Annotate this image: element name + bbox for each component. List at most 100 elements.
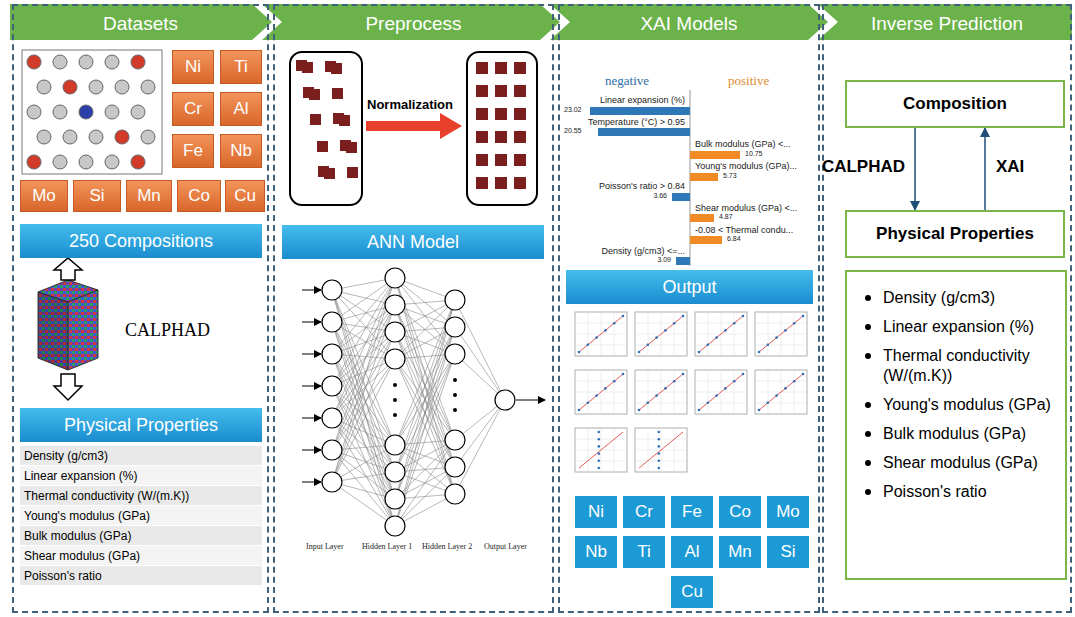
annotation-label: Normalization	[367, 98, 453, 113]
plot-frame	[695, 370, 747, 414]
data-point	[673, 322, 676, 325]
ellipsis-dot	[453, 408, 457, 412]
data-point	[658, 438, 661, 441]
data-point	[775, 336, 778, 339]
element-box: Ti	[220, 50, 262, 84]
drawing-stroke	[68, 290, 98, 370]
node-text: Al	[233, 99, 248, 119]
drawing-stroke	[699, 374, 743, 410]
data-square	[346, 142, 357, 153]
drawing-stroke	[332, 332, 395, 418]
atom	[27, 155, 41, 169]
drawing-stroke	[695, 345, 747, 346]
neuron	[445, 430, 465, 450]
neuron	[385, 489, 405, 509]
data-point	[724, 387, 727, 390]
data-point	[595, 336, 598, 339]
node-text: Al	[684, 542, 699, 562]
property-list: Density (g/cm3)Linear expansion (%)Therm…	[845, 270, 1067, 580]
data-square	[476, 154, 488, 166]
bullet-dot	[865, 460, 871, 466]
data-point	[578, 409, 581, 412]
data-square	[495, 108, 507, 120]
section-bar: Physical Properties	[20, 408, 262, 442]
data-square	[495, 85, 507, 97]
data-point	[598, 431, 601, 434]
node-text: Nb	[230, 141, 252, 161]
ellipsis-dot	[393, 398, 397, 402]
connector-arrow	[984, 128, 986, 210]
drawing-stroke	[516, 400, 545, 401]
neuron	[385, 322, 405, 342]
node-text: Density (g/cm3)	[883, 288, 995, 308]
atom	[63, 80, 77, 94]
data-point	[647, 402, 650, 405]
list-item: Shear modulus (GPa)	[861, 453, 1055, 473]
drawing-stroke	[598, 128, 690, 136]
calphad-cube	[38, 258, 98, 400]
data-point	[715, 394, 718, 397]
atom	[141, 80, 155, 94]
node-text: Poisson's ratio	[883, 482, 987, 502]
chart-label: Linear expansion (%)	[599, 95, 686, 105]
chart-label: 3.09	[656, 256, 672, 264]
plot-frame	[635, 312, 687, 356]
data-point	[775, 394, 778, 397]
data-point	[784, 387, 787, 390]
neuron	[322, 472, 342, 492]
data-square	[332, 88, 343, 99]
data-point	[767, 402, 770, 405]
data-square	[514, 62, 526, 74]
plot-frame	[575, 428, 627, 472]
data-square	[514, 154, 526, 166]
drawing-stroke	[674, 370, 675, 414]
data-point	[707, 402, 710, 405]
bullet-dot	[865, 431, 871, 437]
neuron	[322, 344, 342, 364]
chart-label: Temperature (°C) > 0.95	[587, 117, 686, 127]
element-box: Si	[73, 180, 121, 212]
table-row: Shear modulus (GPa)	[20, 546, 262, 565]
element-box: Co	[177, 180, 221, 212]
node-text: Density (g/cm3)	[24, 449, 108, 463]
data-square	[324, 168, 335, 179]
atom	[53, 55, 67, 69]
list-item: Density (g/cm3)	[861, 288, 1055, 308]
node-text: Datasets	[14, 12, 267, 36]
data-point	[664, 387, 667, 390]
drawing-stroke	[332, 354, 395, 445]
element-box: Fe	[671, 496, 713, 528]
bullet-dot	[865, 295, 871, 301]
drawing-stroke	[759, 316, 803, 352]
data-point	[587, 344, 590, 347]
normalization-sketch	[290, 52, 537, 205]
atom	[79, 155, 93, 169]
data-square	[317, 141, 328, 152]
ellipsis-dot	[393, 383, 397, 387]
data-point	[658, 460, 661, 463]
list-item: Young's modulus (GPa)	[861, 395, 1055, 415]
data-point	[658, 431, 661, 434]
node-text: Mo	[32, 186, 56, 206]
plot-frame	[695, 312, 747, 356]
data-point	[587, 402, 590, 405]
neuron	[322, 312, 342, 332]
drawing-stroke	[54, 374, 82, 400]
data-square	[514, 108, 526, 120]
neuron	[385, 268, 405, 288]
data-point	[658, 445, 661, 448]
drawing-stroke	[690, 214, 714, 222]
drawing-stroke	[38, 292, 68, 370]
element-box: Si	[767, 536, 809, 568]
atom	[53, 155, 67, 169]
data-point	[707, 344, 710, 347]
drawing-stroke	[575, 345, 627, 346]
layer-label: Output Layer	[484, 542, 527, 551]
data-point	[598, 445, 601, 448]
data-point	[682, 315, 685, 318]
drawing-stroke	[639, 374, 683, 410]
node-text: 250 Compositions	[69, 231, 213, 252]
layer-label: Input Layer	[306, 542, 344, 551]
neuron	[445, 484, 465, 504]
plot-frame	[575, 312, 627, 356]
